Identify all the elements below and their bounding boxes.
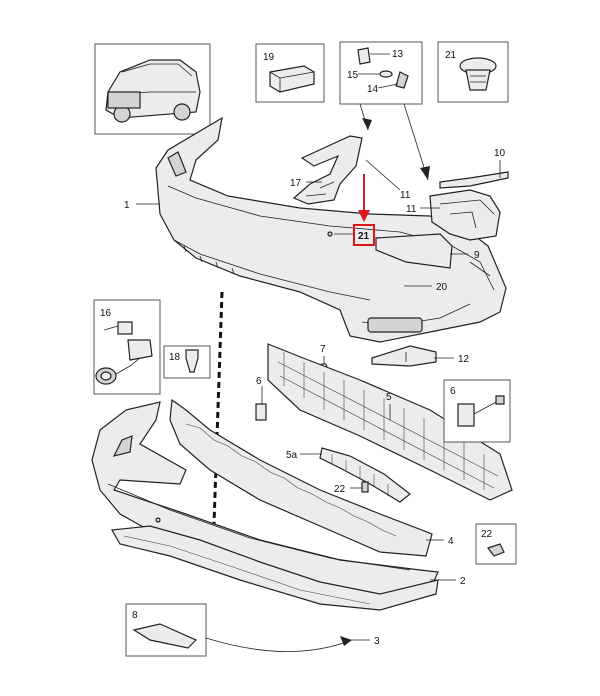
callout-7: 7	[320, 344, 326, 355]
inset-14-label: 14	[367, 84, 379, 95]
callout-4: 4	[448, 536, 454, 547]
inset-6-label: 6	[450, 386, 456, 397]
part-10-strip	[439, 171, 509, 189]
callout-12: 12	[458, 354, 470, 365]
callout-5: 5	[386, 392, 392, 403]
inset-19: 19	[255, 43, 325, 103]
callout-2: 2	[460, 576, 466, 587]
highlight-21	[334, 174, 375, 246]
part-9-cover	[375, 233, 453, 269]
part-5-absorber	[267, 343, 513, 501]
dashed-guide	[212, 291, 224, 525]
vehicle-inset	[94, 43, 211, 135]
inset-18-label: 18	[169, 352, 181, 363]
inset-6-bolt: 6	[443, 379, 511, 443]
callout-3: 3	[374, 636, 380, 647]
inset-8: 8	[125, 603, 353, 657]
inset-22-label: 22	[481, 529, 493, 540]
inset-22-screw: 22	[475, 523, 517, 565]
part-22-screw	[361, 481, 369, 493]
callout-6: 6	[256, 376, 262, 387]
part-6-bracket	[255, 403, 267, 421]
inset-19-label: 19	[263, 52, 275, 63]
callout-20: 20	[436, 282, 448, 293]
part-12-reflector	[371, 345, 437, 367]
inset-21-top: 21	[437, 41, 509, 103]
callout-21-highlighted: 21	[358, 231, 370, 242]
part-5a-bracket	[319, 447, 411, 503]
inset-16-sensor: 16	[93, 299, 161, 395]
callout-5a: 5a	[286, 450, 298, 461]
inset-16-label: 16	[100, 308, 112, 319]
part-17-bracket	[292, 135, 363, 205]
callout-9: 9	[474, 250, 480, 261]
part-4-lower-cover	[169, 398, 433, 557]
callout-1: 1	[124, 200, 130, 211]
inset-13-15-14: 13 15 14	[339, 41, 423, 105]
inset-15-label: 15	[347, 70, 359, 81]
inset-pointers	[359, 103, 430, 181]
part-3-lower-trim	[111, 525, 439, 611]
callout-11: 11	[406, 204, 417, 215]
inset-8-label: 8	[132, 610, 138, 621]
inset-18-clip: 18	[163, 345, 211, 379]
callout-11-pointer: 11	[400, 190, 411, 201]
callout-22: 22	[334, 484, 346, 495]
inset-21-label: 21	[445, 50, 457, 61]
callout-10: 10	[494, 148, 506, 159]
leader-lines	[136, 159, 501, 641]
part-11-bracket	[429, 189, 501, 241]
callout-17: 17	[290, 178, 302, 189]
inset-13-label: 13	[392, 49, 404, 60]
